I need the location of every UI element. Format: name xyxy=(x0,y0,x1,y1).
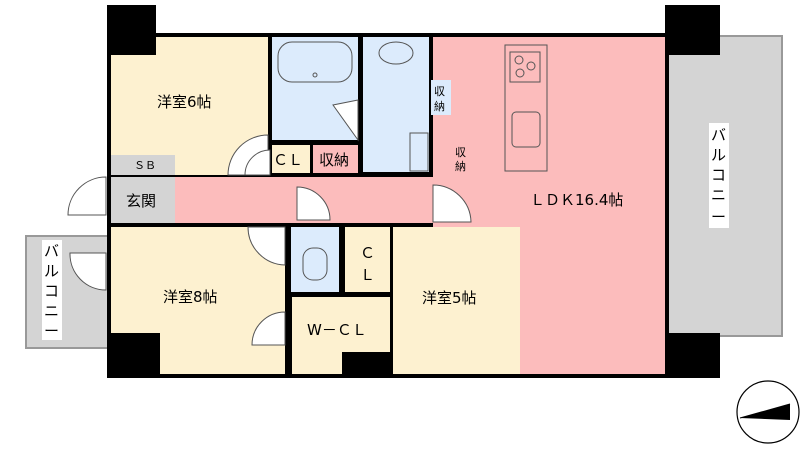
burner xyxy=(515,68,525,78)
char: ル xyxy=(711,146,726,164)
label-storage-hall: 収納 xyxy=(319,151,349,169)
stove xyxy=(509,51,541,83)
label-bg xyxy=(42,240,62,340)
storage-wash xyxy=(431,80,451,115)
label-closet-c: Ｃ xyxy=(360,244,375,262)
label-closet-small: ＣＬ xyxy=(273,151,303,169)
char: ル xyxy=(44,262,59,280)
pillar xyxy=(665,5,720,55)
toilet-bowl xyxy=(302,247,328,281)
pillar xyxy=(342,352,392,378)
char: ニ xyxy=(711,186,726,204)
label-ldk: ＬＤＫ16.4帖 xyxy=(530,191,623,209)
label-storage-wash-2: 納 xyxy=(434,100,445,113)
kitchen-sink xyxy=(511,111,541,148)
char: バ xyxy=(44,242,59,260)
char: コ xyxy=(44,282,59,300)
washroom xyxy=(363,37,429,172)
label-storage-kitchen-2: 納 xyxy=(455,160,466,173)
door xyxy=(67,176,107,216)
storage-kitchen xyxy=(453,143,470,173)
char: ニ xyxy=(44,302,59,320)
burner xyxy=(526,61,536,71)
sink xyxy=(378,41,414,65)
entrance-area xyxy=(111,177,175,223)
label-western-6: 洋室6帖 xyxy=(157,93,212,111)
shoe-box xyxy=(111,155,175,175)
label-bg xyxy=(709,123,729,228)
room-western-6 xyxy=(111,37,268,155)
door xyxy=(247,226,286,266)
label-storage-kitchen-1: 収 xyxy=(455,146,466,159)
door xyxy=(69,252,107,291)
label-closet-l: Ｌ xyxy=(360,266,375,284)
label-walk-in-closet: W－ＣＬ xyxy=(307,321,367,339)
hall-storage xyxy=(313,145,358,173)
room-western-5 xyxy=(393,227,520,374)
door xyxy=(432,184,472,223)
door xyxy=(244,149,271,176)
small-closet xyxy=(272,145,310,173)
door xyxy=(332,99,359,142)
bath-drain xyxy=(312,72,318,78)
toilet xyxy=(291,227,339,292)
door xyxy=(296,186,331,221)
pillar xyxy=(107,5,156,55)
bathroom xyxy=(272,37,358,140)
north-arrow-icon xyxy=(736,380,800,444)
label-entrance: 玄関 xyxy=(126,192,156,210)
label-balcony-right: バ ル コ ニ ー xyxy=(709,123,729,228)
char: ー xyxy=(711,208,726,226)
kitchen-counter xyxy=(504,44,548,172)
label-storage-wash-1: 収 xyxy=(434,85,445,98)
label-western-5: 洋室5帖 xyxy=(422,289,477,307)
closet-room xyxy=(345,227,390,292)
burner xyxy=(514,55,524,65)
char: コ xyxy=(711,166,726,184)
label-shoe-box: ＳＢ xyxy=(134,159,156,172)
label-balcony-left: バ ル コ ニ ー xyxy=(42,240,62,340)
bathtub xyxy=(277,41,353,83)
pillar xyxy=(107,333,160,378)
char: バ xyxy=(711,126,726,144)
washer-pan xyxy=(409,132,429,172)
char: ー xyxy=(44,322,59,340)
pillar xyxy=(665,333,720,378)
door xyxy=(251,311,286,346)
label-western-8: 洋室8帖 xyxy=(163,288,218,306)
